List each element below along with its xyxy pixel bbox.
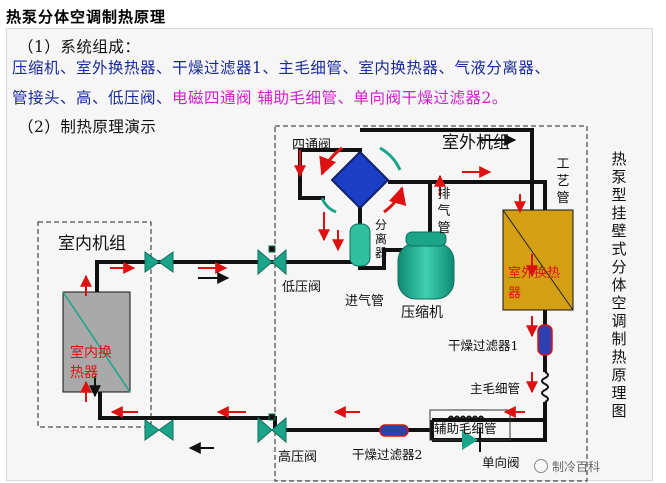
- indoor-lower-valve: [144, 419, 174, 441]
- filter2: [379, 424, 409, 437]
- filter1-label: 干燥过滤器1: [448, 338, 519, 353]
- outdoor-unit-boundary: [274, 125, 588, 482]
- indoor-unit-boundary: [37, 221, 152, 428]
- components-line2: 管接头、高、低压阀、电磁四通阀 辅助毛细管、单向阀干燥过滤器2。: [12, 86, 508, 108]
- pipe-exhaust: [388, 180, 432, 232]
- watermark-icon: [534, 459, 548, 473]
- outdoor-heat-exchanger: [502, 209, 574, 311]
- low-pressure-valve-label: 低压阀: [282, 280, 322, 295]
- four-way-valve: [319, 146, 407, 214]
- intake-pipe-label: 进气管: [345, 294, 385, 309]
- flow-arrows-black: [89, 134, 517, 454]
- indoor-hx-label: 室内换热器: [70, 345, 112, 381]
- indoor-upper-valve: [144, 251, 174, 273]
- pipe-process: [430, 180, 547, 210]
- indoor-unit-label: 室内机组: [58, 234, 126, 254]
- main-capillary-coil: [541, 371, 549, 403]
- check-valve: [462, 428, 481, 452]
- exhaust-pipe-label: 排气管: [437, 187, 451, 236]
- components-line2-normal: 管接头、高、低压阀、: [12, 89, 173, 107]
- outdoor-unit-label: 室外机组: [442, 133, 510, 153]
- components-line1: 压缩机、室外换热器、干燥过滤器1、主毛细管、室内换热器、气液分离器、: [12, 59, 551, 77]
- side-title: 热泵型挂壁式分体空调制热原理图: [611, 150, 627, 420]
- flow-arrows: [80, 150, 538, 418]
- compressor: [397, 231, 455, 300]
- compressor-label: 压缩机: [401, 305, 443, 321]
- gas-liquid-separator: [349, 223, 371, 267]
- four-way-valve-label: 四通阀: [292, 138, 332, 153]
- high-pressure-valve: [257, 413, 287, 444]
- process-pipe-label: 工艺管: [556, 157, 570, 206]
- indoor-heat-exchanger: [62, 291, 131, 393]
- aux-capillary-coil: [447, 415, 485, 423]
- filter1: [537, 324, 553, 356]
- watermark-text: 制冷百科: [534, 458, 600, 475]
- section1-heading: （1）系统组成：: [18, 38, 141, 56]
- low-pressure-valve: [257, 245, 287, 276]
- watermark-label: 制冷百科: [552, 460, 601, 474]
- outdoor-hx-label: 室外换热器: [508, 266, 561, 301]
- page-title: 热泵分体空调制热原理: [6, 8, 167, 26]
- separator-label: 分离器: [374, 218, 387, 260]
- main-capillary-label: 主毛细管: [470, 381, 521, 396]
- high-pressure-valve-label: 高压阀: [278, 450, 318, 465]
- check-valve-label: 单向阀: [482, 455, 520, 470]
- components-line2-highlight: 电磁四通阀 辅助毛细管、单向阀干燥过滤器2。: [172, 89, 508, 107]
- aux-capillary-label: 辅助毛细管: [434, 421, 497, 436]
- filter2-label: 干燥过滤器2: [352, 447, 423, 462]
- section2-heading: （2）制热原理演示: [18, 118, 157, 136]
